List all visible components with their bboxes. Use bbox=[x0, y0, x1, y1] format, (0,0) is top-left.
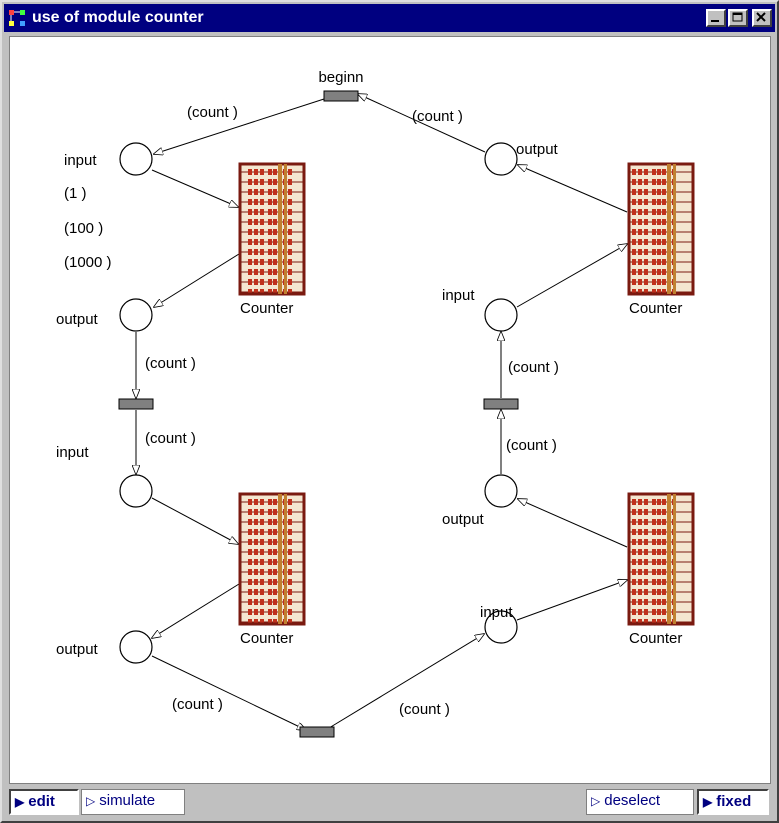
arc-label: (count ) bbox=[399, 701, 450, 718]
deselect-label: deselect bbox=[604, 792, 661, 809]
counter-label: Counter bbox=[240, 300, 293, 317]
counter-module[interactable] bbox=[627, 162, 695, 296]
edit-label: edit bbox=[28, 793, 55, 810]
abacus-rod bbox=[278, 494, 282, 624]
counter-module[interactable] bbox=[627, 492, 695, 626]
arc-arrow bbox=[518, 499, 628, 548]
abacus-rod bbox=[278, 164, 282, 294]
labels-layer: beginn (count ) (count ) input output (1 ) (10… bbox=[56, 69, 682, 718]
petri-net-diagram: beginn (count ) (count ) input output (1 ) (10… bbox=[56, 69, 695, 738]
fixed-label: fixed bbox=[716, 793, 752, 810]
abacus-rod bbox=[284, 494, 287, 624]
place-label-output: output bbox=[56, 311, 99, 328]
initial-token-label: (100 ) bbox=[64, 220, 103, 237]
arc-arrow bbox=[152, 583, 240, 638]
arc-arrow bbox=[151, 497, 238, 544]
initial-token-label: (1000 ) bbox=[64, 254, 112, 271]
place-circle[interactable] bbox=[119, 630, 153, 664]
initial-token-label: (1 ) bbox=[64, 185, 87, 202]
abacus-rod bbox=[284, 164, 287, 294]
close-icon bbox=[756, 12, 766, 22]
place-label-input: input bbox=[64, 152, 97, 169]
counter-label: Counter bbox=[240, 630, 293, 647]
counter-module[interactable] bbox=[238, 492, 306, 626]
arc-arrow bbox=[154, 253, 240, 307]
arc-arrow bbox=[151, 169, 238, 207]
arc-label: (count ) bbox=[187, 104, 238, 121]
counter-label: Counter bbox=[629, 630, 682, 647]
title-bar[interactable]: use of module counter bbox=[4, 4, 775, 32]
transition-bar[interactable] bbox=[483, 398, 519, 410]
triangle-right-outline-icon: ▷ bbox=[86, 794, 96, 808]
diagram-canvas[interactable]: beginn (count ) (count ) input output (1 ) (10… bbox=[9, 36, 771, 784]
place-label-input: input bbox=[56, 444, 89, 461]
arc-arrow bbox=[518, 165, 628, 213]
deselect-button[interactable]: ▷deselect bbox=[586, 789, 694, 815]
arc-arrow bbox=[154, 98, 325, 154]
minimize-button[interactable] bbox=[706, 9, 726, 27]
place-circle[interactable] bbox=[484, 298, 518, 332]
arc-arrow bbox=[516, 580, 627, 621]
place-circle[interactable] bbox=[119, 142, 153, 176]
arc-label: (count ) bbox=[145, 355, 196, 372]
fixed-button[interactable]: ▶fixed bbox=[697, 789, 769, 815]
transition-label-beginn: beginn bbox=[318, 69, 363, 86]
abacus-icon bbox=[238, 492, 306, 626]
window-title: use of module counter bbox=[32, 9, 204, 26]
place-circle[interactable] bbox=[119, 474, 153, 508]
transition-bar[interactable] bbox=[323, 90, 359, 102]
triangle-right-outline-icon: ▷ bbox=[591, 794, 601, 808]
arc-arrow bbox=[328, 634, 484, 729]
maximize-icon bbox=[732, 12, 743, 22]
arc-arrow bbox=[151, 655, 306, 730]
counter-label: Counter bbox=[629, 300, 682, 317]
place-circle[interactable] bbox=[484, 610, 518, 644]
transition-bar[interactable] bbox=[118, 398, 154, 410]
place-label-output: output bbox=[442, 511, 485, 528]
nodes-layer bbox=[118, 90, 695, 738]
maximize-button[interactable] bbox=[728, 9, 748, 27]
arc-label: (count ) bbox=[412, 108, 463, 125]
close-button[interactable] bbox=[752, 9, 772, 27]
place-label-input: input bbox=[442, 287, 475, 304]
transition-bar[interactable] bbox=[299, 726, 335, 738]
abacus-icon bbox=[627, 492, 695, 626]
place-circle[interactable] bbox=[484, 474, 518, 508]
arc-label: (count ) bbox=[172, 696, 223, 713]
petri-net-icon bbox=[8, 9, 26, 27]
place-label-output: output bbox=[56, 641, 99, 658]
abacus-rod bbox=[673, 494, 676, 624]
arc-arrow bbox=[358, 94, 486, 153]
arc-label: (count ) bbox=[145, 430, 196, 447]
edit-mode-button[interactable]: ▶edit bbox=[9, 789, 79, 815]
triangle-right-icon: ▶ bbox=[703, 795, 713, 809]
simulate-label: simulate bbox=[99, 792, 156, 809]
minimize-icon bbox=[711, 20, 719, 22]
place-label-output: output bbox=[516, 141, 559, 158]
counter-module[interactable] bbox=[238, 162, 306, 296]
triangle-right-icon: ▶ bbox=[15, 795, 25, 809]
abacus-rod bbox=[673, 164, 676, 294]
place-label-input: input bbox=[480, 604, 513, 621]
arc-label: (count ) bbox=[508, 359, 559, 376]
abacus-rod bbox=[667, 494, 671, 624]
status-bar: ▶edit ▷simulate ▷deselect ▶fixed bbox=[9, 789, 771, 817]
abacus-rod bbox=[667, 164, 671, 294]
arc-arrow bbox=[516, 244, 627, 308]
abacus-icon bbox=[238, 162, 306, 296]
arcs-layer bbox=[136, 94, 627, 730]
abacus-icon bbox=[627, 162, 695, 296]
place-circle[interactable] bbox=[119, 298, 153, 332]
arc-label: (count ) bbox=[506, 437, 557, 454]
place-circle[interactable] bbox=[484, 142, 518, 176]
simulate-mode-button[interactable]: ▷simulate bbox=[81, 789, 185, 815]
